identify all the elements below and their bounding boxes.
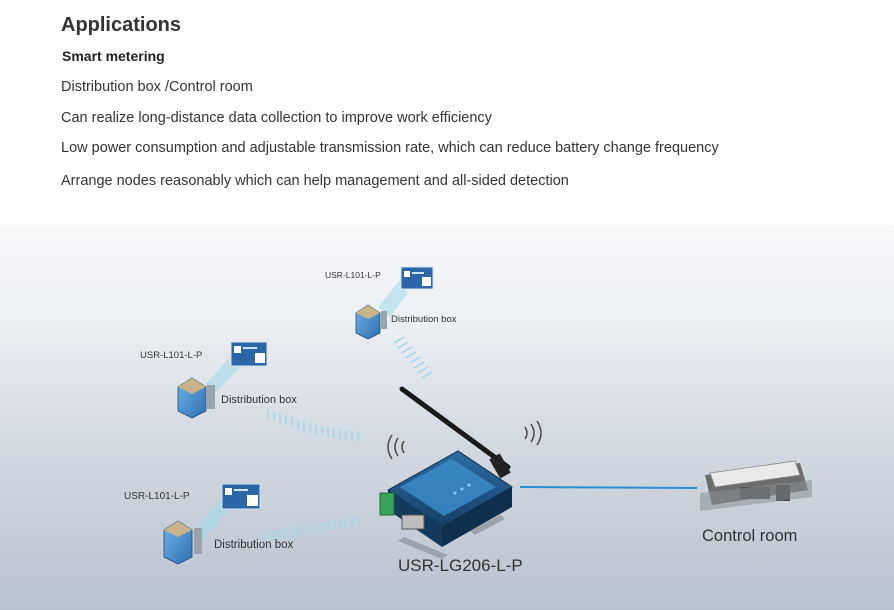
description-line: Arrange nodes reasonably which can help … [61,173,569,189]
network-diagram: USR-L101-L-P Distribution box [0,225,894,610]
box-label: Distribution box [221,394,297,406]
radio-waves [267,409,359,442]
antenna [399,386,511,470]
node-top: USR-L101-L-P Distribution box [325,266,457,379]
description-line: Low power consumption and adjustable tra… [61,140,719,156]
module-icon [230,341,268,367]
description-line: Distribution box /Control room [61,79,253,95]
gateway-waves [387,420,542,460]
section-subtitle: Smart metering [62,48,165,64]
gateway-device [379,386,542,559]
gateway-label: USR-LG206-L-P [398,556,523,575]
section-title: Applications [61,14,182,36]
module-icon [221,483,261,510]
radio-waves [261,516,359,542]
module-icon [400,266,434,290]
signal-beam [195,497,230,541]
control-room-label: Control room [702,527,797,545]
radio-waves [393,336,433,379]
terminal-block [379,492,395,516]
ethernet-link [519,486,698,489]
node-bottom: USR-L101-L-P Distribution box [124,483,359,565]
building-icon [355,304,387,340]
building-icon [177,377,215,419]
box-label: Distribution box [391,314,457,325]
ethernet-port [401,514,425,530]
node-middle: USR-L101-L-P Distribution box [140,341,359,442]
diagram-canvas: USR-L101-L-P Distribution box [124,266,812,575]
building-icon [163,520,202,565]
description-line: Can realize long-distance data collectio… [61,110,492,126]
module-label: USR-L101-L-P [325,270,381,280]
control-room-icon [700,460,812,511]
module-label: USR-L101-L-P [140,350,202,361]
module-label: USR-L101-L-P [124,491,190,502]
box-label: Distribution box [214,539,294,551]
